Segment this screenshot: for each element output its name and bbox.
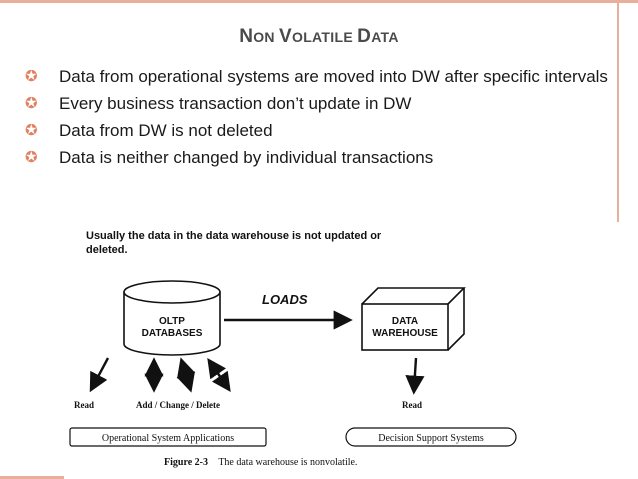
figure-top-caption-line1: Usually the data in the data warehouse i… [86, 230, 382, 242]
bullet-text: Data is neither changed by individual tr… [59, 148, 434, 167]
oltp-label-line2: DATABASES [142, 328, 203, 339]
bullet-text: Data from DW is not deleted [59, 121, 273, 140]
title-segment: ATA [371, 29, 399, 45]
bullet-icon: ✪ [25, 122, 38, 139]
slide-title: NON VOLATILE DATA [0, 26, 638, 48]
figure-top-caption-line2: deleted. [86, 244, 128, 256]
bullet-item: ✪ Every business transaction don’t updat… [22, 93, 612, 114]
decision-support-box-label: Decision Support Systems [378, 433, 484, 444]
title-segment: V [279, 26, 293, 47]
operational-box-label: Operational System Applications [102, 433, 234, 444]
change-arrow-down [176, 361, 195, 393]
oltp-label-line1: OLTP [159, 316, 185, 327]
bullet-icon: ✪ [25, 149, 38, 166]
bullet-text: Data from operational systems are moved … [59, 67, 608, 86]
figure-caption-text: The data warehouse is nonvolatile. [218, 457, 357, 468]
dw-label-line2: WAREHOUSE [372, 328, 438, 339]
nonvolatile-figure: Usually the data in the data warehouse i… [64, 222, 638, 479]
bullet-item: ✪ Data is neither changed by individual … [22, 147, 612, 168]
bullet-text: Every business transaction don’t update … [59, 94, 412, 113]
bullet-item: ✪ Data from operational systems are move… [22, 66, 612, 87]
decision-support-box [345, 427, 517, 447]
operational-box [69, 427, 267, 447]
read-left-label: Read [74, 400, 94, 410]
figure-diagram: Usually the data in the data warehouse i… [69, 230, 517, 468]
data-warehouse-box-icon [361, 287, 466, 351]
oltp-database-icon [123, 280, 221, 356]
read-right-arrow [405, 357, 425, 395]
bullet-icon: ✪ [25, 95, 38, 112]
title-segment: ON [253, 29, 280, 45]
delete-arrow-down [209, 361, 231, 392]
bullet-icon: ✪ [25, 68, 38, 85]
slide-frame-top [0, 0, 638, 3]
figure-caption-number: Figure 2-3 [164, 457, 208, 468]
title-segment: N [239, 26, 254, 47]
loads-label: LOADS [262, 292, 308, 307]
bullet-item: ✪ Data from DW is not deleted [22, 120, 612, 141]
bullet-list: ✪ Data from operational systems are move… [22, 66, 612, 174]
title-segment: OLATILE [292, 29, 358, 45]
add-change-delete-label: Add / Change / Delete [136, 400, 220, 410]
read-right-label: Read [402, 400, 422, 410]
dw-label-line1: DATA [392, 316, 418, 327]
read-left-arrow [89, 357, 110, 393]
figure-caption: Figure 2-3 The data warehouse is nonvola… [164, 457, 357, 468]
title-segment: D [357, 26, 372, 47]
